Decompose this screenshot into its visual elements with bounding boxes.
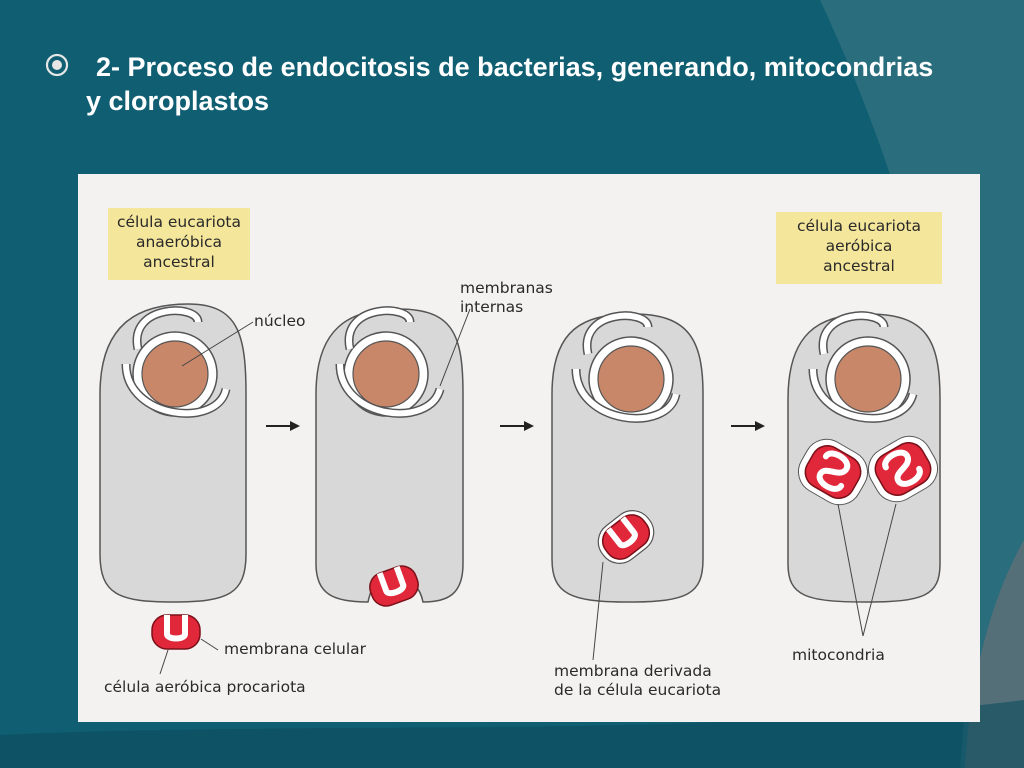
- arrow-1: [266, 421, 300, 431]
- label-box-aerobic: célula eucariota aeróbica ancestral: [776, 212, 942, 284]
- box-right-line-3: ancestral: [823, 257, 895, 275]
- label-membranas-line-2: internas: [460, 298, 524, 316]
- cell-vesicle: [551, 311, 704, 603]
- diagram-drawing: [99, 303, 945, 675]
- arrow-3: [731, 421, 765, 431]
- mitochondrion-left: [790, 431, 875, 512]
- cell-aerobic: [787, 311, 941, 603]
- circle-dot-icon: [45, 53, 69, 77]
- endosymbiosis-diagram: célula eucariota anaeróbica ancestral cé…: [78, 174, 980, 722]
- label-membrana-derivada: membrana derivada de la célula eucariota: [554, 662, 721, 700]
- box-left-line-3: ancestral: [143, 253, 215, 271]
- mitochondrion-right: [860, 428, 945, 509]
- label-box-anaerobic: célula eucariota anaeróbica ancestral: [108, 208, 250, 280]
- label-nucleo: núcleo: [254, 312, 306, 330]
- label-membranas-internas: membranas internas: [460, 279, 553, 317]
- label-membrana-celular: membrana celular: [224, 640, 367, 658]
- label-membranas-line-1: membranas: [460, 279, 553, 297]
- bacterium-free: [152, 615, 200, 649]
- title-line-1: 2- Proceso de endocitosis de bacterias, …: [96, 52, 934, 82]
- cell-engulfing: [315, 306, 464, 603]
- box-right-line-1: célula eucariota: [796, 217, 922, 235]
- box-left-line-1: célula eucariota: [116, 213, 242, 231]
- leader-lines: [159, 308, 897, 675]
- slide-title: 2- Proceso de endocitosis de bacterias, …: [86, 50, 986, 118]
- label-celula-procariota: célula aeróbica procariota: [104, 678, 306, 696]
- arrow-2: [500, 421, 534, 431]
- label-membrana-derivada-line-1: membrana derivada: [554, 662, 712, 680]
- title-line-2: y cloroplastos: [86, 86, 270, 116]
- box-left-line-2: anaeróbica: [135, 233, 223, 251]
- label-mitocondria: mitocondria: [792, 646, 885, 664]
- cell-anaerobic: [99, 303, 247, 603]
- box-right-line-2: aeróbica: [825, 237, 893, 255]
- label-membrana-derivada-line-2: de la célula eucariota: [554, 681, 722, 699]
